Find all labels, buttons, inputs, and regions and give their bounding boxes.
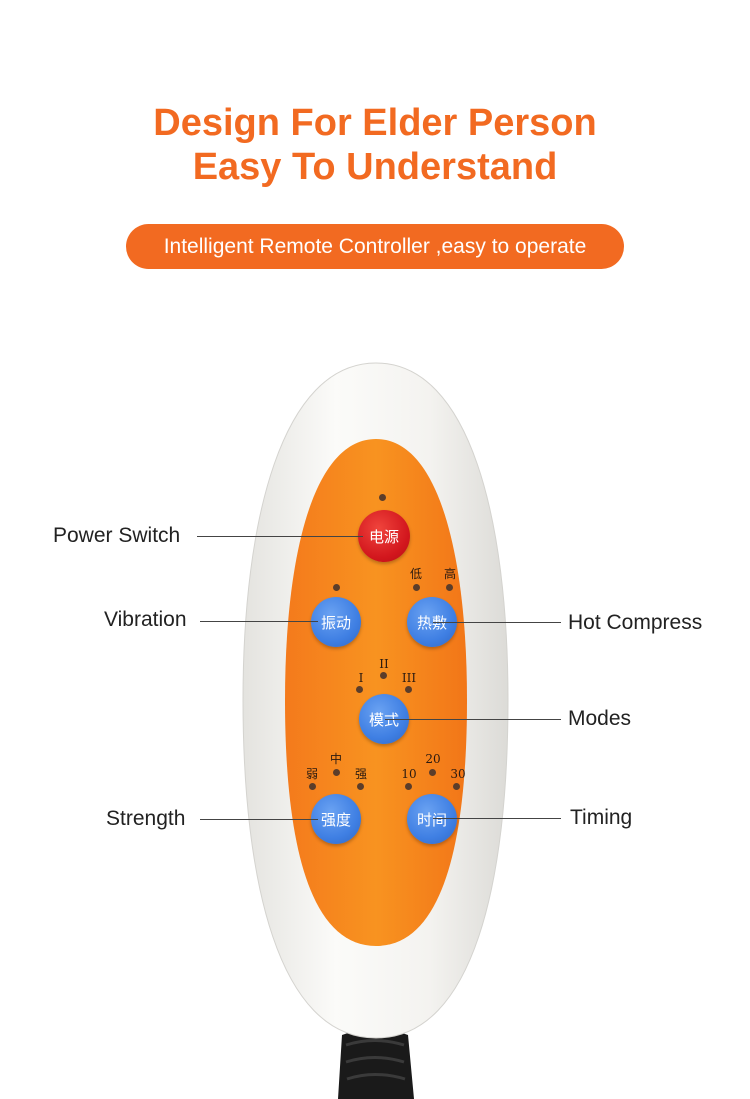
callout-modes: Modes <box>568 707 632 730</box>
strength-button[interactable]: 强度 <box>311 794 361 844</box>
timer-20-label: 20 <box>425 752 441 766</box>
strength-strong-label: 强 <box>354 767 368 781</box>
mode-level-2-label: II <box>379 657 389 671</box>
vibration-button[interactable]: 振动 <box>311 597 361 647</box>
heat-low-led <box>413 584 420 591</box>
callout-power-switch: Power Switch <box>53 524 181 547</box>
timer-10-label: 10 <box>401 767 417 781</box>
hot-compress-button[interactable]: 热敷 <box>407 597 457 647</box>
timer-20-led <box>429 769 436 776</box>
mode-level-3-led <box>405 686 412 693</box>
callout-vibration: Vibration <box>104 608 187 631</box>
timer-10-led <box>405 783 412 790</box>
heat-low-label: 低 <box>409 567 423 581</box>
timer-30-led <box>453 783 460 790</box>
remote-cable <box>338 1028 414 1099</box>
headline-line-2: Easy To Understand <box>192 146 558 188</box>
subtitle-pill: Intelligent Remote Controller ,easy to o… <box>126 224 624 269</box>
strength-weak-led <box>309 783 316 790</box>
heat-high-label: 高 <box>443 567 457 581</box>
headline-line-1: Design For Elder Person <box>153 102 597 144</box>
callout-modes-line <box>385 719 561 720</box>
callout-strength-line <box>200 819 318 820</box>
heat-high-led <box>446 584 453 591</box>
callout-strength: Strength <box>106 807 186 830</box>
callout-vibration-line <box>200 621 318 622</box>
strength-medium-label: 中 <box>329 752 343 766</box>
mode-level-1-led <box>356 686 363 693</box>
strength-strong-led <box>357 783 364 790</box>
timing-button[interactable]: 时间 <box>407 794 457 844</box>
timer-30-label: 30 <box>450 767 466 781</box>
callout-hot-compress: Hot Compress <box>568 611 703 634</box>
power-button[interactable]: 电源 <box>358 510 410 562</box>
strength-medium-led <box>333 769 340 776</box>
power-indicator-led <box>379 494 386 501</box>
strength-weak-label: 弱 <box>305 767 319 781</box>
mode-level-3-label: III <box>401 671 417 685</box>
callout-timing: Timing <box>570 806 633 829</box>
mode-level-1-label: I <box>358 671 364 685</box>
vibration-led <box>333 584 340 591</box>
callout-hot-compress-line <box>433 622 561 623</box>
callout-timing-line <box>433 818 561 819</box>
callout-power-line <box>197 536 363 537</box>
mode-level-2-led <box>380 672 387 679</box>
